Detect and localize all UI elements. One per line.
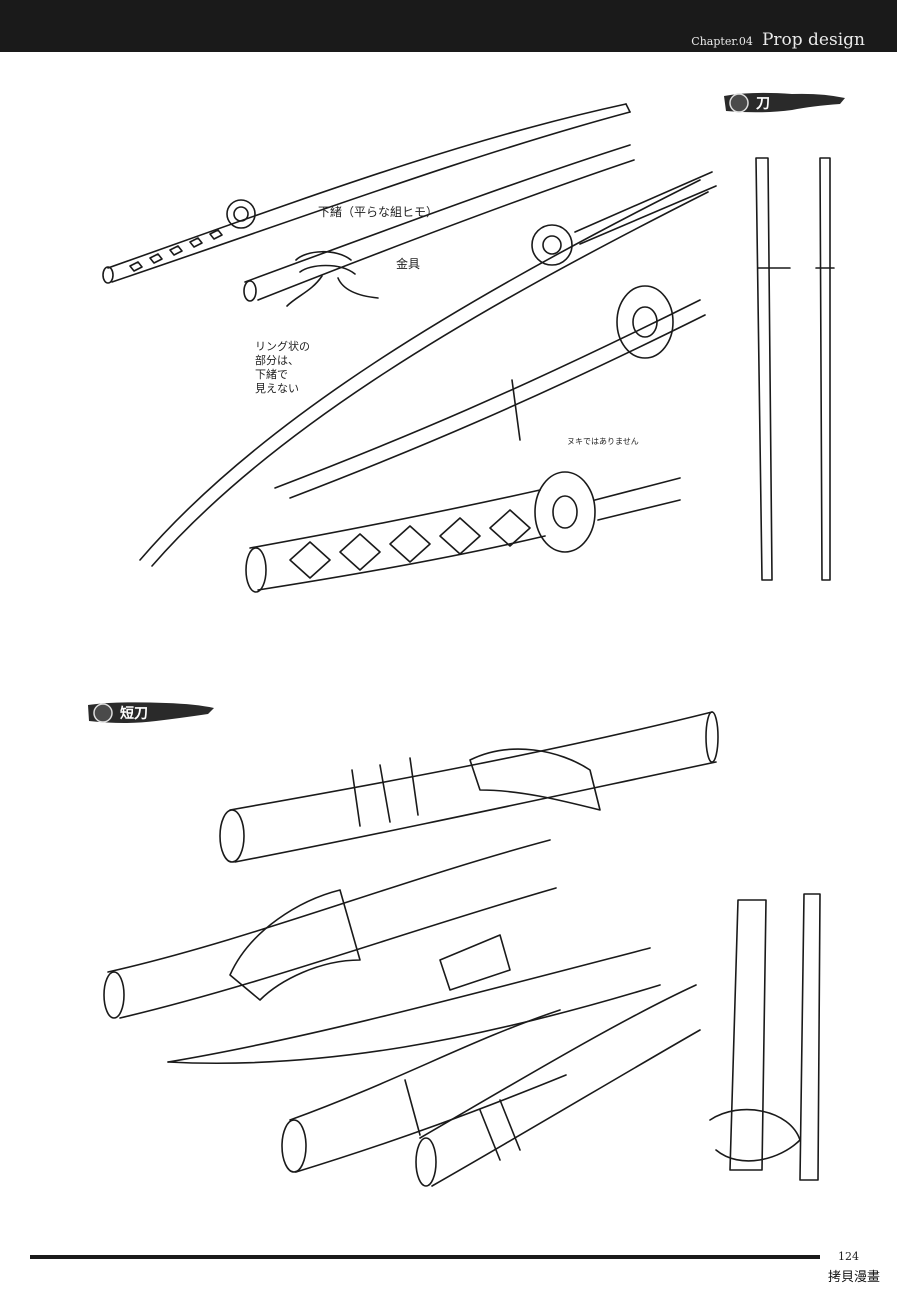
- watermark: 拷貝漫畫: [826, 1266, 883, 1285]
- section-tag-katana: 刀: [722, 90, 847, 116]
- note-nuki: ヌキではありません: [567, 437, 639, 446]
- note-sageo: 下緒（平らな組ヒモ）: [318, 205, 439, 219]
- section-tag-tanto: 短刀: [86, 700, 216, 726]
- katana-closeup: [274, 285, 706, 499]
- section-label: 短刀: [120, 706, 148, 722]
- section-label: 刀: [756, 96, 770, 112]
- note-kanagu: 金具: [396, 257, 421, 271]
- tsuka-closeup: [245, 471, 681, 593]
- tanto-drawing-4: [415, 984, 701, 1187]
- tanto-drawing-2: [103, 839, 557, 1019]
- tanto-blade: [167, 934, 661, 1065]
- katana-side-views: [755, 157, 835, 581]
- chapter-number: Chapter.04: [691, 35, 753, 48]
- footer-bar: [30, 1255, 820, 1259]
- tanto-drawing-1: [219, 711, 719, 863]
- brush-stroke-icon: [88, 702, 214, 723]
- chapter-heading: Chapter.04 Prop design: [691, 30, 865, 50]
- brush-stroke-icon: [724, 92, 845, 113]
- header-bar: [0, 0, 897, 52]
- katana-drawing-1: [102, 103, 631, 284]
- saya-drawing-1: [243, 144, 635, 307]
- note-ring: リング状の 部分は、 下緒で 見えない: [255, 340, 310, 395]
- tanto-drawing-3: [281, 1009, 567, 1173]
- chapter-title: Prop design: [761, 30, 865, 50]
- page-number: 124: [838, 1250, 859, 1263]
- tanto-side-views: [709, 893, 821, 1181]
- katana-drawing-2: [139, 171, 717, 567]
